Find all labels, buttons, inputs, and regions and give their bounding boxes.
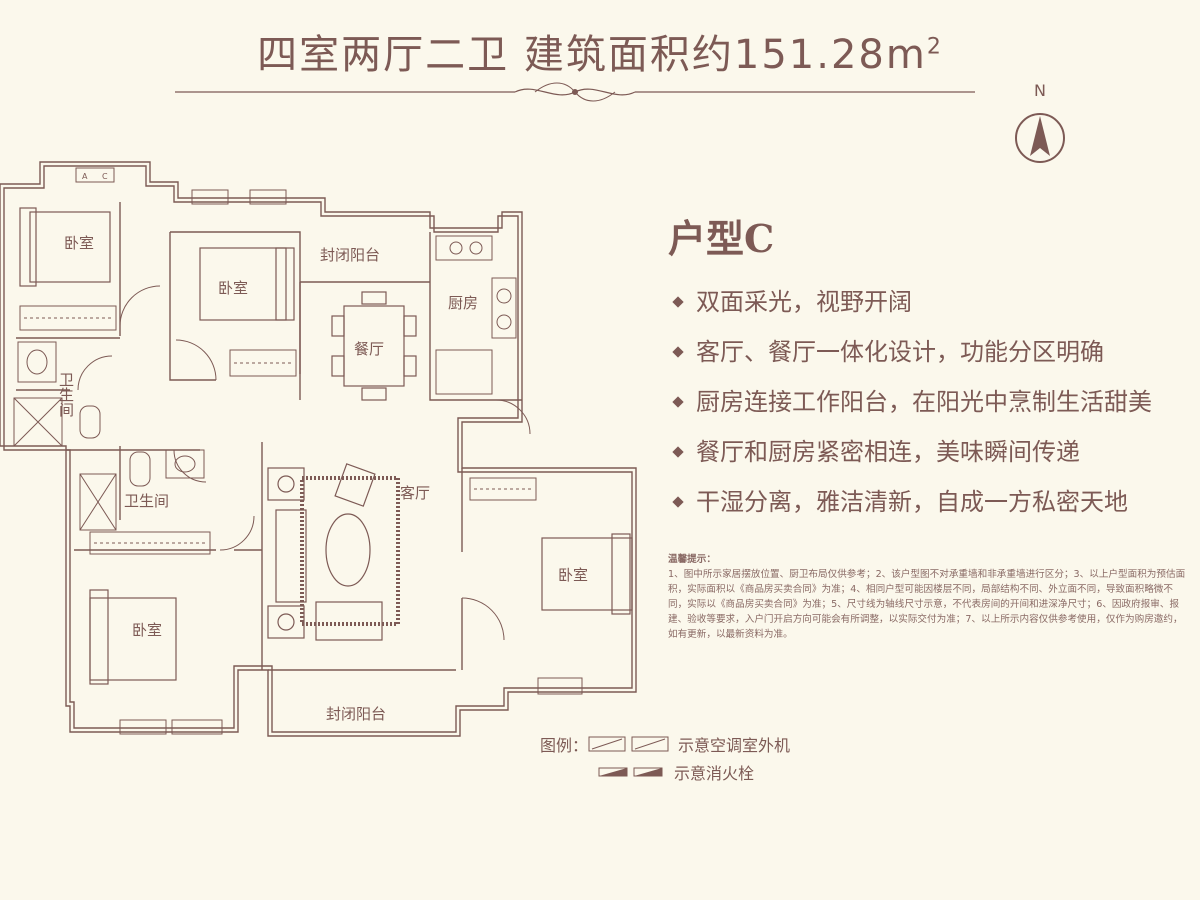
legend-prefix: 图例： <box>540 736 589 755</box>
legend-ac-label: 示意空调室外机 <box>678 736 791 755</box>
title-text: 四室两厅二卫 建筑面积约151.28m <box>257 32 927 78</box>
bullet-icon <box>672 346 684 358</box>
room-label-bedroom: 卧室 <box>558 566 588 584</box>
feature-item: 客厅、餐厅一体化设计，功能分区明确 <box>668 327 1198 377</box>
legend: 图例： 示意空调室外机 示意消火栓 <box>540 730 790 786</box>
room-label-bedroom: 卧室 <box>64 234 94 252</box>
compass-label: N <box>1034 82 1046 100</box>
ac-unit-icon <box>588 736 669 752</box>
notes-text: 1、图中所示家居摆放位置、厨卫布局仅供参考；2、该户型图不对承重墙和非承重墙进行… <box>668 569 1186 640</box>
bullet-icon <box>672 496 684 508</box>
compass-icon: N <box>1015 82 1065 163</box>
room-label-bedroom: 卧室 <box>218 279 248 297</box>
legend-row-hydrant: 示意消火栓 <box>540 758 790 786</box>
legend-hydrant-label: 示意消火栓 <box>674 764 755 783</box>
page-title: 四室两厅二卫 建筑面积约151.28m2 <box>0 22 1200 80</box>
floor-plan: A C 卧室 卧室 封闭阳台 餐厅 厨房 卫生间 卫生间 客厅 卧室 卧室 封闭… <box>0 161 637 737</box>
room-label-living: 客厅 <box>400 484 430 502</box>
notes-title: 温馨提示： <box>668 554 716 565</box>
bullet-icon <box>672 296 684 308</box>
room-label-bathroom: 卫生间 <box>124 492 169 510</box>
title-superscript: 2 <box>926 34 943 60</box>
room-label-bedroom: 卧室 <box>132 621 162 639</box>
unit-info: 户型C 双面采光，视野开阔 客厅、餐厅一体化设计，功能分区明确 厨房连接工作阳台… <box>668 208 1198 527</box>
room-label-balcony: 封闭阳台 <box>326 705 386 723</box>
feature-item: 厨房连接工作阳台，在阳光中烹制生活甜美 <box>668 377 1198 427</box>
room-label-dining: 餐厅 <box>354 340 384 358</box>
fire-hydrant-icon <box>598 767 663 777</box>
feature-list: 双面采光，视野开阔 客厅、餐厅一体化设计，功能分区明确 厨房连接工作阳台，在阳光… <box>668 277 1198 527</box>
ac-tag-a: A <box>82 172 88 181</box>
ac-tag-c: C <box>102 172 108 181</box>
feature-item: 双面采光，视野开阔 <box>668 277 1198 327</box>
bullet-icon <box>672 396 684 408</box>
room-label-bathroom: 卫生间 <box>57 372 75 418</box>
room-label-balcony: 封闭阳台 <box>320 246 380 264</box>
bullet-icon <box>672 446 684 458</box>
disclaimer-notes: 温馨提示： 1、图中所示家居摆放位置、厨卫布局仅供参考；2、该户型图不对承重墙和… <box>668 552 1188 642</box>
room-label-kitchen: 厨房 <box>448 294 478 312</box>
unit-type-title: 户型C <box>668 216 775 261</box>
title-divider <box>175 82 975 102</box>
feature-item: 餐厅和厨房紧密相连，美味瞬间传递 <box>668 427 1198 477</box>
feature-item: 干湿分离，雅洁清新，自成一方私密天地 <box>668 477 1198 527</box>
legend-row-ac: 图例： 示意空调室外机 <box>540 730 790 758</box>
